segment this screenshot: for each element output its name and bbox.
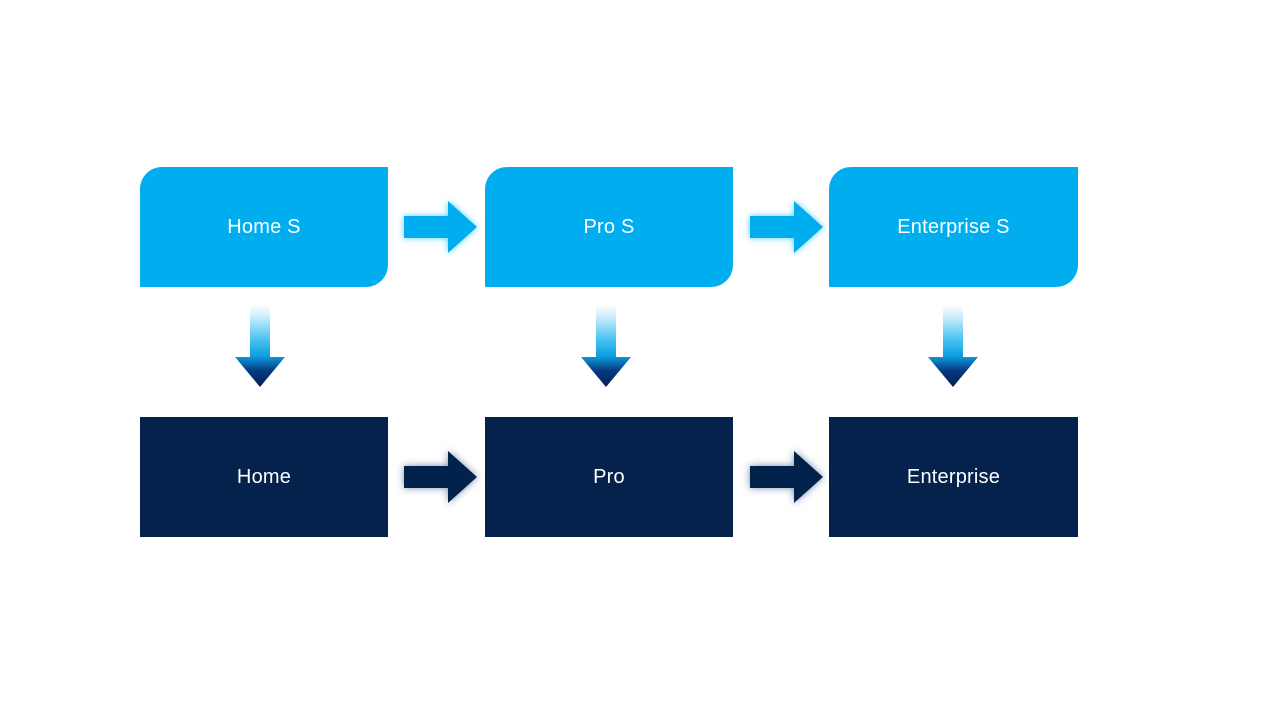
- node-pro-s[interactable]: Pro S: [485, 167, 733, 287]
- node-enterprise-s[interactable]: Enterprise S: [829, 167, 1078, 287]
- arrow-right-icon-pro-s-to-enterprise-s: [750, 199, 824, 255]
- arrow-right-icon-home-to-pro: [404, 449, 478, 505]
- node-label: Home: [236, 466, 292, 488]
- node-label: Enterprise: [906, 466, 1001, 488]
- node-label: Pro: [593, 466, 625, 488]
- node-pro[interactable]: Pro: [485, 417, 733, 537]
- arrow-down-icon-home-s-to-home: [232, 305, 288, 389]
- node-enterprise[interactable]: Enterprise: [829, 417, 1078, 537]
- arrow-down-icon-enterprise-s-to-enterprise: [925, 305, 981, 389]
- arrow-right-icon-home-s-to-pro-s: [404, 199, 478, 255]
- node-label: Home S: [227, 216, 301, 238]
- arrow-down-icon-pro-s-to-pro: [578, 305, 634, 389]
- node-label: Enterprise S: [897, 216, 1010, 238]
- arrow-right-icon-pro-to-enterprise: [750, 449, 824, 505]
- node-label: Pro S: [583, 216, 635, 238]
- node-home-s[interactable]: Home S: [140, 167, 388, 287]
- node-home[interactable]: Home: [140, 417, 388, 537]
